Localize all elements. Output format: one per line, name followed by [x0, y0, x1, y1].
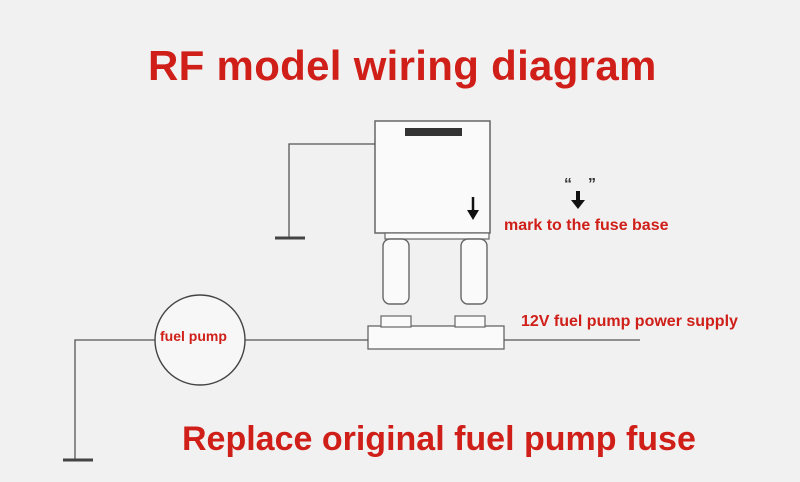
fuse-slot-left	[380, 315, 412, 328]
fuse-mark-symbol: “↓”	[564, 176, 596, 193]
fuse-base-body	[367, 325, 505, 350]
fuel-pump-label: fuel pump	[160, 328, 227, 344]
main-circuit-wire	[63, 339, 640, 462]
footer-caption: Replace original fuel pump fuse	[182, 420, 696, 458]
relay-module	[374, 120, 491, 240]
module-arrow-icon	[467, 197, 479, 220]
prong-right	[460, 238, 488, 305]
fuse-slot-right	[454, 315, 486, 328]
prong-left	[382, 238, 410, 305]
diagram-title: RF model wiring diagram	[148, 42, 657, 89]
power-supply-label: 12V fuel pump power supply	[521, 313, 738, 330]
module-ground-wire	[275, 143, 375, 240]
relay-module-base	[384, 232, 490, 240]
fuse-base	[367, 315, 505, 350]
fuse-mark-label: mark to the fuse base	[504, 217, 669, 234]
fuse-mark-arrow-icon	[571, 191, 585, 209]
relay-module-top-bar	[405, 128, 462, 136]
fuel-pump-circle	[154, 294, 246, 386]
